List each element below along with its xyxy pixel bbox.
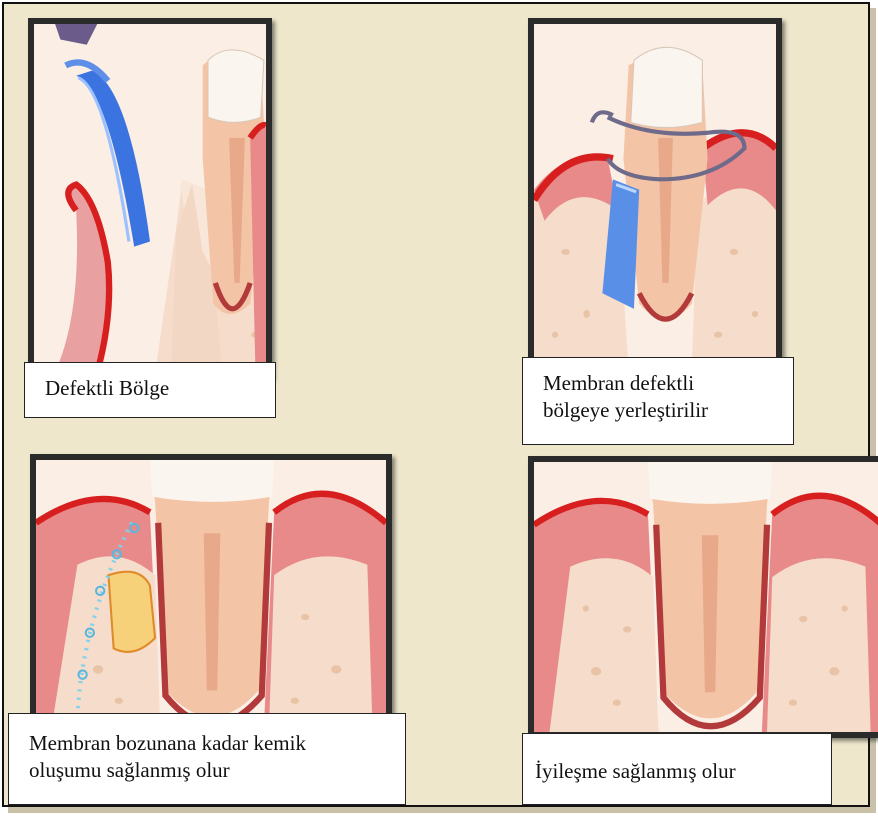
panel-healing	[528, 456, 878, 738]
caption-line: bölgeye yerleştirilir	[543, 397, 793, 424]
caption-line: Membran bozunana kadar kemik	[29, 730, 405, 757]
panel-bone-formation	[30, 454, 392, 734]
caption-healing: İyileşme sağlanmış olur	[522, 733, 832, 805]
caption-line: Membran defektli	[543, 370, 793, 397]
caption-defect: Defektli Bölge	[24, 362, 276, 418]
caption-line: İyileşme sağlanmış olur	[535, 758, 831, 785]
bone-formation-illustration	[36, 460, 386, 728]
caption-membrane-placement: Membran defektli bölgeye yerleştirilir	[522, 357, 794, 445]
membrane-placement-illustration	[534, 24, 776, 372]
healing-illustration	[534, 462, 878, 732]
panel-defect	[28, 18, 272, 378]
caption-line: Defektli Bölge	[45, 375, 275, 402]
defect-illustration	[34, 24, 266, 372]
caption-line: oluşumu sağlanmış olur	[29, 757, 405, 784]
panel-membrane-placement	[528, 18, 782, 378]
caption-bone-formation: Membran bozunana kadar kemik oluşumu sağ…	[8, 713, 406, 805]
